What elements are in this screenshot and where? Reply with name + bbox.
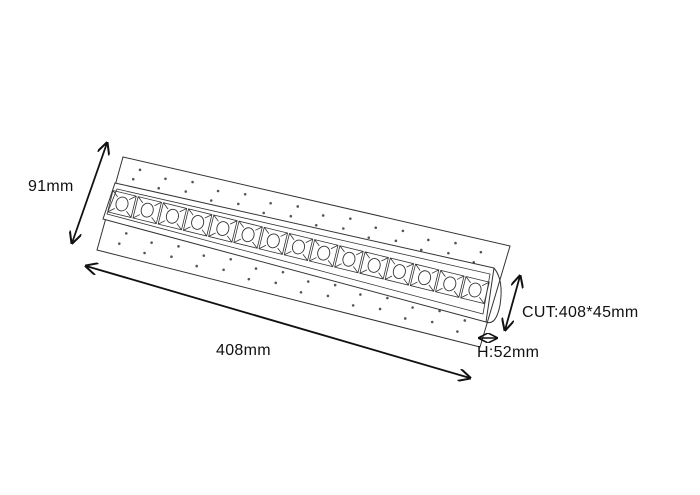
- panel-dot: [367, 236, 371, 239]
- panel-dot: [419, 248, 423, 252]
- panel-dot: [351, 304, 355, 307]
- lens-reflector: [107, 189, 137, 219]
- panel-dot: [222, 268, 225, 272]
- panel-dot: [386, 296, 389, 300]
- panel-dot: [138, 168, 142, 172]
- panel-dot: [403, 317, 407, 320]
- lens-reflector: [208, 214, 238, 243]
- lens: [317, 245, 331, 261]
- panel-dot: [191, 180, 194, 184]
- lens: [140, 202, 154, 218]
- lens-reflector: [233, 220, 263, 249]
- length-dimension-arrow: [86, 266, 470, 378]
- panel-dot: [359, 293, 362, 296]
- housing-end-cap: [485, 267, 502, 324]
- lens: [241, 227, 255, 243]
- lens-cell: [132, 196, 162, 225]
- panel-dot: [430, 320, 434, 324]
- panel-dot: [177, 245, 180, 248]
- lens-cell: [283, 232, 314, 262]
- panel-dot: [157, 186, 161, 190]
- light-strip-inner: [106, 188, 491, 315]
- panel-dot: [463, 319, 467, 322]
- panel-dot: [164, 177, 167, 181]
- lens-reflector: [258, 226, 289, 255]
- panel-dot: [117, 242, 121, 245]
- lens-cell: [258, 226, 289, 255]
- panel-dot: [216, 189, 220, 193]
- panel-dot: [124, 232, 128, 235]
- width-dimension-arrow: [72, 143, 107, 243]
- lens: [165, 208, 179, 224]
- panel-dot: [243, 192, 247, 196]
- panel-dot: [296, 205, 300, 208]
- cut-label: CUT:408*45mm: [522, 304, 639, 321]
- panel-dot: [150, 241, 153, 244]
- cut-dimension-arrow: [505, 276, 520, 330]
- panel-dot: [289, 214, 293, 218]
- lens-reflector: [157, 202, 188, 231]
- lens-reflector: [283, 232, 314, 262]
- lens-cell: [157, 202, 188, 231]
- panel-dot: [184, 190, 188, 193]
- panel-dot: [378, 307, 382, 311]
- panel-dot: [254, 267, 258, 270]
- panel-dot: [229, 257, 233, 261]
- panel-dot: [306, 280, 310, 283]
- panel-dot: [202, 254, 206, 257]
- lens: [216, 221, 230, 236]
- panel-dot: [143, 251, 146, 255]
- lens: [266, 233, 280, 249]
- lens-cell: [107, 189, 137, 219]
- width-label: 91mm: [28, 178, 74, 195]
- panel-dot: [411, 306, 414, 309]
- lens-cell: [208, 214, 238, 243]
- panel-dot: [326, 294, 330, 298]
- panel-dot: [321, 214, 325, 217]
- panel-dot: [195, 264, 199, 268]
- panel-dot: [274, 281, 278, 285]
- panel-dot: [401, 229, 405, 233]
- panel-dot: [269, 201, 272, 205]
- lens: [115, 196, 129, 212]
- panel-dot: [314, 223, 318, 227]
- panel-dot: [131, 177, 135, 181]
- panel-dot: [394, 239, 398, 243]
- panel-dot: [281, 270, 285, 274]
- panel-dot: [262, 211, 266, 215]
- panel-dot: [454, 241, 457, 245]
- panel-dot: [236, 202, 240, 206]
- lens-reflector: [132, 196, 162, 225]
- panel-dot: [299, 290, 303, 294]
- lens-cell: [233, 220, 263, 249]
- panel-dot: [209, 199, 213, 202]
- lens: [191, 215, 205, 230]
- panel-dot: [342, 227, 345, 230]
- panel-dot: [247, 277, 251, 281]
- length-label: 408mm: [216, 342, 271, 359]
- panel-dot: [333, 283, 337, 287]
- panel-dot: [427, 238, 430, 242]
- panel-dot: [170, 255, 173, 259]
- height-label: H:52mm: [477, 344, 540, 361]
- lens-cell: [182, 208, 213, 237]
- lens-cell: [308, 239, 339, 268]
- panel-dot: [349, 217, 352, 220]
- panel-dot: [447, 251, 450, 255]
- panel-dot: [456, 330, 459, 333]
- panel-dot: [374, 226, 378, 230]
- lens: [291, 239, 306, 255]
- panel-dot: [479, 250, 483, 254]
- lens-reflector: [182, 208, 213, 237]
